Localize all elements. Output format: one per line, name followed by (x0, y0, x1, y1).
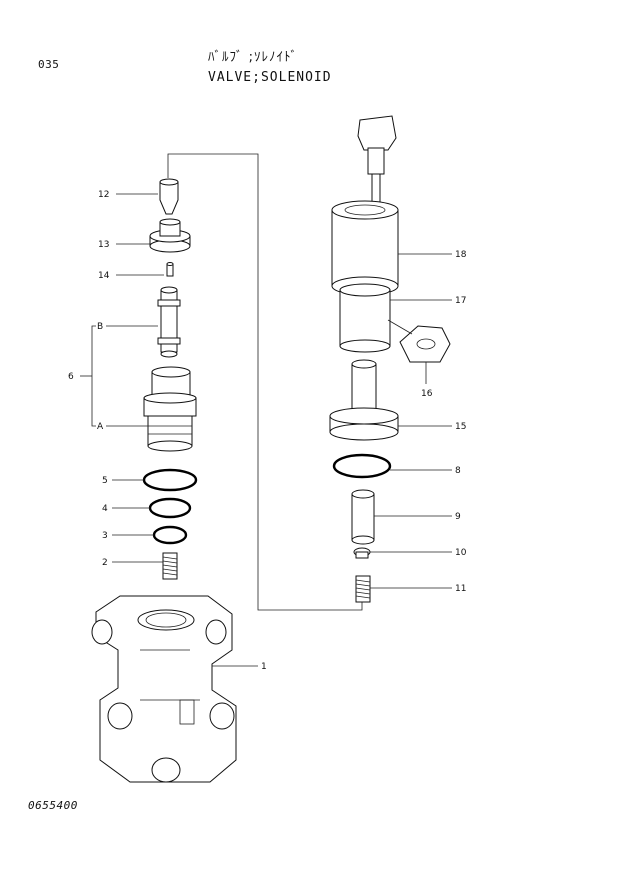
part-1-valve-housing (91, 595, 237, 783)
part-4-o-ring (148, 497, 192, 519)
callout-11: 11 (455, 584, 466, 594)
part-2-spring (162, 552, 178, 580)
callout-17: 17 (455, 296, 466, 306)
callout-a: A (97, 422, 104, 432)
callout-9: 9 (455, 512, 461, 522)
title-japanese: ﾊﾞﾙﾌﾞ ;ｿﾚﾉｲﾄﾞ (208, 50, 299, 65)
title-english: VALVE;SOLENOID (208, 70, 332, 85)
part-6-spool (157, 286, 181, 358)
part-14-pin (166, 262, 174, 277)
callout-b: B (97, 322, 103, 332)
part-5-o-ring (142, 468, 198, 492)
callout-4: 4 (102, 504, 108, 514)
callout-10: 10 (455, 548, 467, 558)
assembly-link-line (167, 153, 363, 611)
part-12-plug (159, 178, 179, 215)
document-code: 0655400 (28, 799, 78, 812)
callout-8: 8 (455, 466, 461, 476)
part-16-nut (399, 325, 451, 363)
part-6-sleeve (143, 366, 197, 452)
callout-18: 18 (455, 250, 467, 260)
part-8-o-ring (332, 453, 392, 479)
part-17-coil (339, 283, 391, 353)
part-10-seat (353, 547, 371, 559)
part-18-coil-housing (331, 200, 399, 296)
page-number: 035 (38, 58, 60, 71)
callout-2: 2 (102, 558, 108, 568)
callout-3: 3 (102, 531, 108, 541)
callout-14: 14 (98, 271, 110, 281)
part-11-spring (355, 575, 371, 603)
callout-13: 13 (98, 240, 109, 250)
callout-15: 15 (455, 422, 466, 432)
part-9-plunger (351, 489, 375, 545)
leader-lines (80, 193, 452, 667)
callout-6: 6 (68, 372, 74, 382)
callout-12: 12 (98, 190, 109, 200)
part-3-o-ring (152, 525, 188, 545)
callout-5: 5 (102, 476, 108, 486)
part-15-tube (329, 359, 399, 441)
part-connector-wire (357, 115, 397, 206)
callout-1: 1 (261, 662, 267, 672)
part-13-flange (149, 218, 191, 253)
callout-16: 16 (421, 389, 433, 399)
